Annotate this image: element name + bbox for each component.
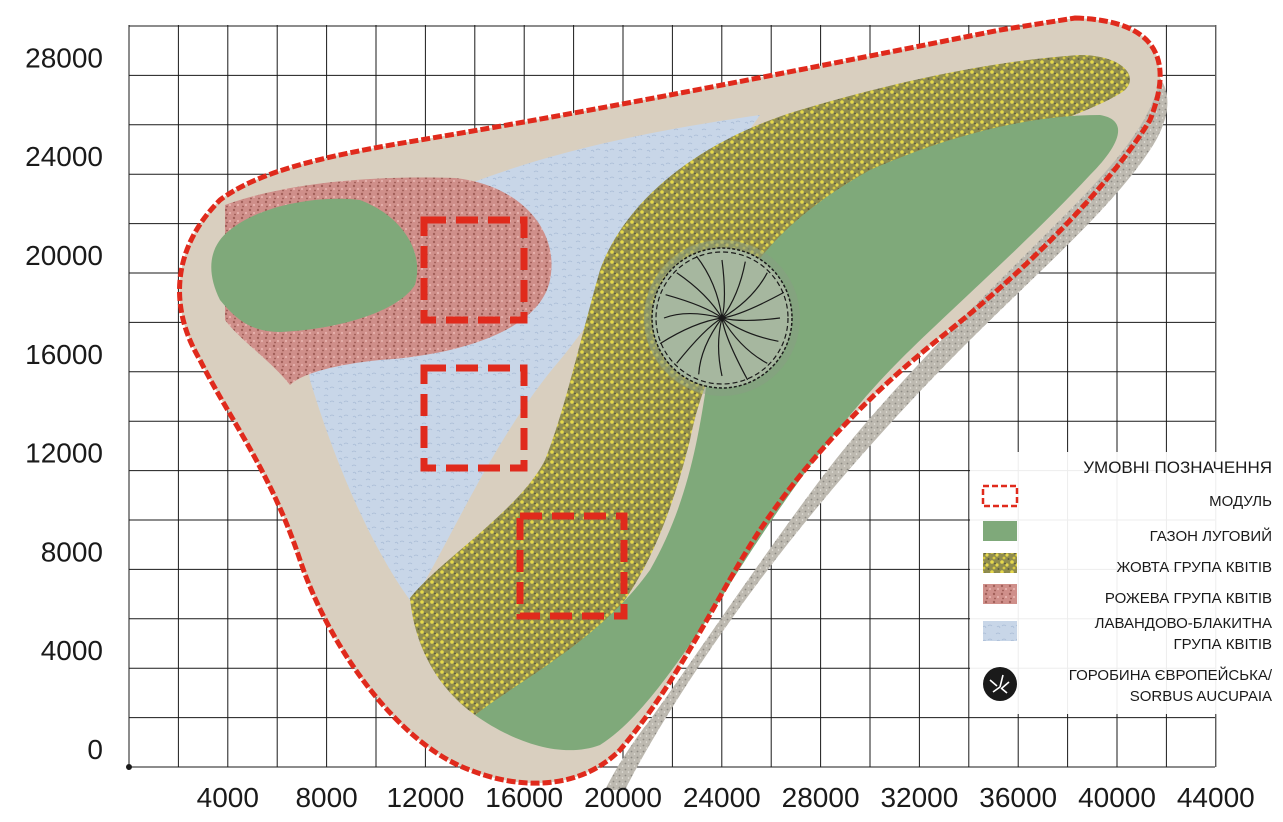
legend-swatch-pink bbox=[983, 584, 1017, 604]
x-tick-label: 36000 bbox=[979, 782, 1057, 813]
tree-branch bbox=[659, 317, 723, 345]
y-axis-labels: 0 4000 8000 12000 16000 20000 24000 28000 bbox=[25, 42, 103, 765]
tree-branch bbox=[676, 317, 723, 364]
tree-branch bbox=[721, 261, 746, 319]
y-tick-label: 20000 bbox=[25, 240, 103, 271]
y-tick-label: 0 bbox=[87, 734, 103, 765]
tree-branch bbox=[721, 259, 726, 319]
module-square bbox=[516, 512, 628, 620]
legend-label-pink: РОЖЕВА ГРУПА КВІТІВ bbox=[1105, 590, 1272, 607]
module-square bbox=[420, 216, 528, 324]
legend-label-yellow: ЖОВТА ГРУПА КВІТІВ bbox=[1116, 559, 1272, 576]
module-square bbox=[420, 364, 528, 472]
x-tick-label: 16000 bbox=[485, 782, 563, 813]
tree-branch bbox=[721, 272, 768, 319]
y-tick-label: 12000 bbox=[25, 438, 103, 469]
tree-branch bbox=[721, 317, 779, 342]
legend-swatch-yellow bbox=[983, 553, 1017, 573]
x-tick-label: 4000 bbox=[197, 782, 259, 813]
x-tick-label: 40000 bbox=[1078, 782, 1156, 813]
y-tick-label: 24000 bbox=[25, 141, 103, 172]
legend-swatch-tree bbox=[983, 667, 1017, 701]
legend-background bbox=[970, 452, 1270, 714]
garden-border bbox=[177, 15, 1163, 786]
lawn-left bbox=[211, 198, 418, 332]
x-tick-label: 20000 bbox=[584, 782, 662, 813]
origin-marker bbox=[126, 764, 132, 770]
legend-title: УМОВНІ ПОЗНАЧЕННЯ bbox=[1083, 458, 1272, 477]
modules bbox=[420, 216, 628, 620]
tree-branch bbox=[665, 294, 723, 319]
legend: УМОВНІ ПОЗНАЧЕННЯ МОДУЛЬ ГАЗОН ЛУГОВИЙ Ж… bbox=[970, 452, 1273, 714]
tree-branch bbox=[721, 317, 768, 364]
legend-label-tree-2: SORBUS AUCUPAIA bbox=[1130, 688, 1272, 705]
tree-branches bbox=[655, 251, 789, 385]
legend-label-module: МОДУЛЬ bbox=[1209, 493, 1272, 510]
legend-swatch-lavender bbox=[983, 621, 1017, 641]
tree-branch bbox=[663, 312, 723, 319]
tree-branch bbox=[721, 317, 749, 381]
gravel-strip bbox=[605, 78, 1168, 790]
garden-area bbox=[177, 15, 1168, 790]
tree-branch bbox=[721, 317, 781, 322]
y-tick-label: 16000 bbox=[25, 339, 103, 370]
tree-rowan bbox=[644, 240, 800, 396]
x-tick-label: 8000 bbox=[295, 782, 357, 813]
legend-label-tree: ГОРОБИНА ЄВРОПЕЙСЬКА/ bbox=[1069, 666, 1273, 684]
tree-crown-outline bbox=[655, 251, 789, 385]
x-tick-label: 44000 bbox=[1177, 782, 1255, 813]
x-tick-label: 12000 bbox=[386, 782, 464, 813]
legend-swatch-lawn bbox=[983, 521, 1017, 541]
legend-label-lavender-2: ГРУПА КВІТІВ bbox=[1173, 636, 1272, 653]
x-tick-label: 32000 bbox=[880, 782, 958, 813]
x-tick-label: 24000 bbox=[683, 782, 761, 813]
tree-branch bbox=[717, 317, 723, 377]
y-tick-label: 4000 bbox=[41, 635, 103, 666]
tree-branch bbox=[695, 255, 723, 319]
tree-branch bbox=[698, 317, 723, 375]
legend-label-lawn: ГАЗОН ЛУГОВИЙ bbox=[1150, 527, 1272, 545]
tree-branch bbox=[676, 272, 723, 319]
y-tick-label: 8000 bbox=[41, 536, 103, 567]
lawn-main bbox=[475, 115, 1119, 751]
tree-branch bbox=[721, 291, 785, 319]
x-tick-label: 28000 bbox=[782, 782, 860, 813]
legend-label-lavender: ЛАВАНДОВО-БЛАКИТНА bbox=[1095, 615, 1272, 632]
x-axis-labels: 4000 8000 12000 16000 20000 24000 28000 32000 36… bbox=[197, 782, 1255, 813]
y-tick-label: 28000 bbox=[25, 42, 103, 73]
yellow-bed bbox=[410, 55, 1130, 715]
